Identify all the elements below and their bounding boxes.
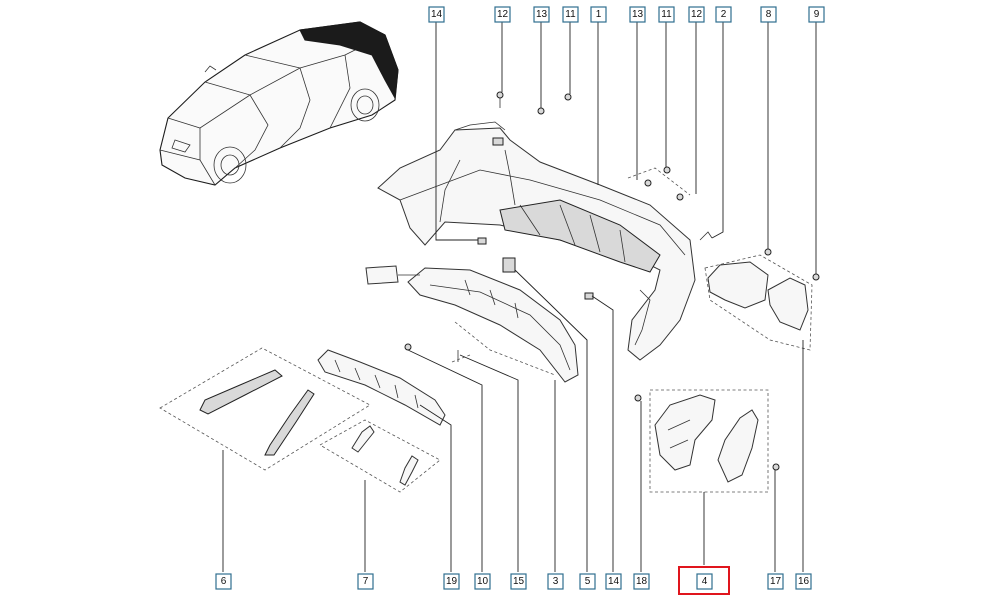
- callout-top-4[interactable]: 11: [562, 6, 579, 23]
- callout-bottom-2[interactable]: 7: [357, 573, 374, 590]
- callout-label: 14: [608, 576, 620, 587]
- callout-label: 13: [632, 9, 644, 20]
- callout-bottom-10-highlighted[interactable]: 4: [678, 566, 730, 595]
- callout-label: 17: [770, 576, 782, 587]
- callout-label: 14: [431, 9, 443, 20]
- car-illustration: [159, 21, 399, 186]
- callout-top-10[interactable]: 8: [760, 6, 777, 23]
- fasteners: [404, 91, 820, 471]
- callout-label: 12: [691, 9, 703, 20]
- callout-label: 10: [477, 576, 489, 587]
- callout-label: 6: [221, 576, 227, 587]
- callout-top-6[interactable]: 13: [629, 6, 646, 23]
- bumper-side-rails: [199, 369, 315, 456]
- callout-label: 3: [553, 576, 559, 587]
- group-outlines: [159, 167, 813, 493]
- bracket-assembly-4: [654, 394, 759, 483]
- callout-label: 8: [766, 9, 772, 20]
- callout-bottom-6[interactable]: 3: [547, 573, 564, 590]
- callout-label: 2: [721, 9, 727, 20]
- callout-top-3[interactable]: 13: [533, 6, 550, 23]
- callout-bottom-8[interactable]: 14: [605, 573, 622, 590]
- licence-plate-lamp: [365, 265, 420, 285]
- callout-top-8[interactable]: 12: [688, 6, 705, 23]
- callout-top-5[interactable]: 1: [590, 6, 607, 23]
- callout-label: 5: [585, 576, 591, 587]
- callout-label: 18: [636, 576, 648, 587]
- callout-bottom-12[interactable]: 16: [795, 573, 812, 590]
- callout-bottom-7[interactable]: 5: [579, 573, 596, 590]
- callout-label: 12: [497, 9, 509, 20]
- callout-top-9[interactable]: 2: [715, 6, 732, 23]
- callout-label: 13: [536, 9, 548, 20]
- leader-lines: [222, 22, 817, 572]
- callout-label: 4: [702, 576, 708, 587]
- corner-bracket-upper: [707, 261, 809, 331]
- callouts-top: 14 12 13 11 1 13 11 12 2 8 9: [428, 6, 825, 23]
- bumper-brackets: [351, 425, 419, 486]
- rear-bumper: [377, 121, 696, 361]
- bumper-diffuser: [407, 267, 579, 383]
- callout-label: 9: [814, 9, 820, 20]
- callout-top-7[interactable]: 11: [658, 6, 675, 23]
- callout-bottom-11[interactable]: 17: [767, 573, 784, 590]
- callout-bottom-5[interactable]: 15: [510, 573, 527, 590]
- callouts-bottom: 6 7 19 10 15 3 5 14 18 4 17 16: [215, 566, 812, 595]
- callout-label: 19: [446, 576, 458, 587]
- callout-bottom-3[interactable]: 19: [443, 573, 460, 590]
- callout-bottom-4[interactable]: 10: [474, 573, 491, 590]
- callout-label: 16: [798, 576, 810, 587]
- callout-top-1[interactable]: 14: [428, 6, 445, 23]
- callout-label: 1: [596, 9, 602, 20]
- callout-bottom-1[interactable]: 6: [215, 573, 232, 590]
- callout-label: 11: [661, 9, 672, 20]
- callout-label: 15: [513, 576, 525, 587]
- callout-label: 11: [565, 9, 576, 20]
- callout-top-11[interactable]: 9: [808, 6, 825, 23]
- callout-bottom-9[interactable]: 18: [633, 573, 650, 590]
- callout-label: 7: [363, 576, 369, 587]
- callout-top-2[interactable]: 12: [494, 6, 511, 23]
- impact-absorber: [317, 349, 446, 426]
